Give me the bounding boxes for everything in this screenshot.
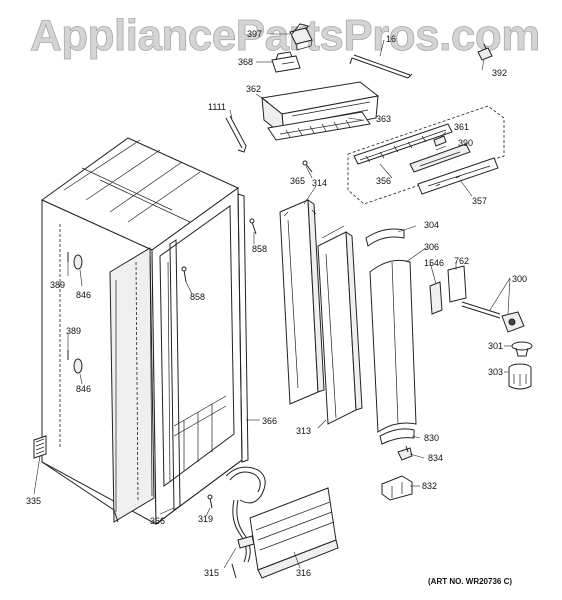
- art-number: (ART NO. WR20736 C): [428, 577, 512, 586]
- part-316-pan: [249, 487, 339, 579]
- label-319: 319: [198, 514, 213, 524]
- label-316: 316: [296, 568, 311, 578]
- label-361: 361: [454, 122, 469, 132]
- label-313: 313: [296, 426, 311, 436]
- part-368-bracket: [271, 51, 301, 73]
- label-301: 301: [488, 341, 503, 351]
- label-1111: 1111: [208, 102, 226, 112]
- part-363-grille: [267, 111, 371, 141]
- part-16-rod: [349, 54, 413, 79]
- part-365-screw: [302, 160, 313, 173]
- label-389a: 389: [50, 280, 65, 290]
- part-392-clip: [477, 43, 493, 61]
- cabinet-body: [41, 137, 243, 525]
- label-314: 314: [312, 178, 327, 188]
- part-300-valve: [461, 301, 525, 333]
- label-363: 363: [376, 114, 391, 124]
- part-389-846-parts: [67, 252, 83, 374]
- label-303: 303: [488, 367, 503, 377]
- part-834-clip: [397, 445, 413, 461]
- label-16: 16: [386, 34, 396, 44]
- label-356: 356: [376, 176, 391, 186]
- part-304-cap: [365, 228, 405, 247]
- label-389b: 389: [66, 326, 81, 336]
- watermark: AppliancePartsPros.com: [30, 11, 540, 60]
- label-366b: 366: [150, 516, 165, 526]
- label-304: 304: [424, 220, 439, 230]
- label-832: 832: [422, 481, 437, 491]
- label-830: 830: [424, 433, 439, 443]
- part-303-cartridge: [508, 363, 532, 390]
- label-762: 762: [454, 256, 469, 266]
- label-834: 834: [428, 453, 443, 463]
- label-362: 362: [246, 84, 261, 94]
- label-306: 306: [424, 242, 439, 252]
- label-300: 300: [512, 274, 527, 284]
- part-301-fitting: [511, 341, 533, 357]
- label-1546: 1546: [424, 258, 444, 268]
- label-858a: 858: [252, 244, 267, 254]
- label-392: 392: [492, 68, 507, 78]
- part-357-dispenser-assembly: [347, 105, 505, 205]
- part-335-vent: [33, 435, 47, 459]
- label-846a: 846: [76, 290, 91, 300]
- part-306-tube: [369, 259, 417, 433]
- label-390: 390: [458, 138, 473, 148]
- part-832-bracket: [381, 475, 413, 501]
- part-366-left-gasket: [169, 239, 181, 511]
- part-313-panel: [317, 225, 363, 425]
- part-labels: 397 368 16 392 1111 362 363 361 390 356 …: [26, 29, 527, 578]
- label-846b: 846: [76, 384, 91, 394]
- part-397-bracket: [289, 23, 313, 51]
- label-858b: 858: [190, 292, 205, 302]
- part-1111-bracket: [225, 115, 247, 153]
- part-319-screw: [207, 494, 213, 509]
- label-315: 315: [204, 568, 219, 578]
- part-314-panel: [279, 199, 325, 405]
- label-366a: 366: [262, 416, 277, 426]
- label-357: 357: [472, 196, 487, 206]
- label-368: 368: [238, 57, 253, 67]
- part-858-screws: [181, 218, 257, 283]
- label-365: 365: [290, 176, 305, 186]
- part-762-part: [447, 265, 467, 303]
- part-830-cap: [379, 428, 415, 445]
- part-1546-part: [429, 281, 443, 315]
- label-335: 335: [26, 496, 41, 506]
- part-366-right-gasket: [237, 193, 249, 463]
- label-397: 397: [247, 29, 262, 39]
- leader-lines: [33, 33, 512, 569]
